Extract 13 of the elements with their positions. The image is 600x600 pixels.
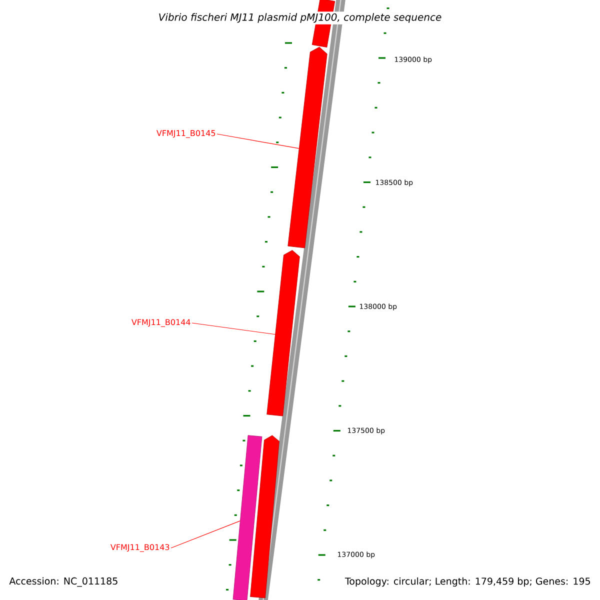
leader-line bbox=[170, 520, 240, 548]
summary-text: Topology: circular; Length: 179,459 bp; Genes: 195 bbox=[344, 577, 590, 587]
title: Vibrio fischeri MJ11 plasmid pMJ100, complete sequence bbox=[156, 12, 444, 24]
gene-bar bbox=[232, 435, 262, 600]
leader-line bbox=[192, 322, 276, 335]
gene-label: VFMJ11_B0145 bbox=[156, 130, 216, 138]
gene-bar bbox=[266, 250, 300, 416]
gene-bar bbox=[250, 435, 280, 598]
leader-line bbox=[216, 134, 300, 149]
accession-text: Accession: NC_011185 bbox=[9, 577, 118, 587]
gene-label: VFMJ11_B0143 bbox=[110, 544, 170, 552]
gene-bar bbox=[288, 46, 328, 248]
gene-label: VFMJ11_B0144 bbox=[132, 319, 190, 327]
